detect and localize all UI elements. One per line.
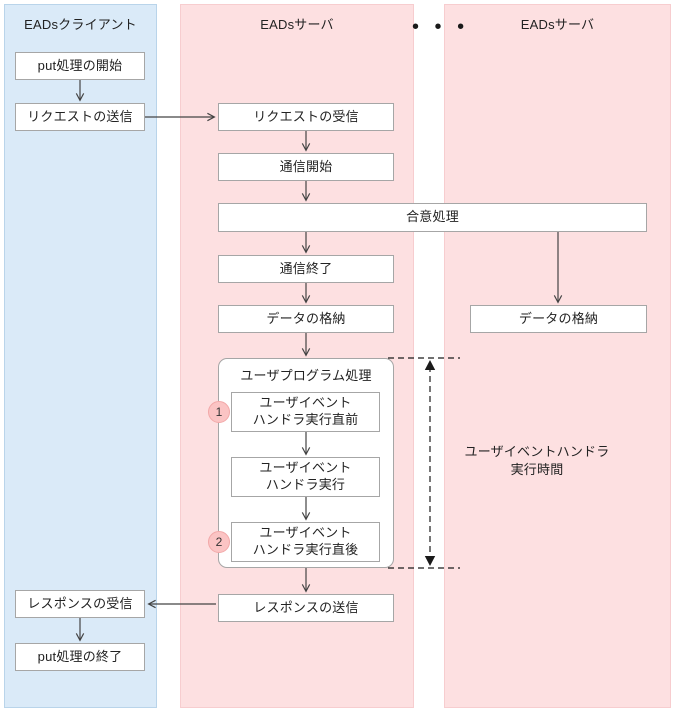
measurement-label: ユーザイベントハンドラ 実行時間 — [437, 443, 637, 478]
badge-step-2: 2 — [208, 531, 230, 553]
node-comm-start: 通信開始 — [218, 153, 394, 181]
badge-step-1: 1 — [208, 401, 230, 423]
lane-title-server-primary: EADsサーバ — [260, 17, 334, 32]
node-line-2: ハンドラ実行 — [265, 477, 346, 492]
node-store-data-secondary: データの格納 — [470, 305, 647, 333]
node-user-event-handler-before: ユーザイベント ハンドラ実行直前 — [231, 392, 380, 432]
node-put-end: put処理の終了 — [15, 643, 145, 671]
node-user-event-handler-after: ユーザイベント ハンドラ実行直後 — [231, 522, 380, 562]
node-send-request: リクエストの送信 — [15, 103, 145, 131]
measurement-line-1: ユーザイベントハンドラ — [464, 444, 610, 459]
node-line-1: ユーザイベント — [259, 460, 352, 476]
measure-arrowheads — [424, 360, 436, 566]
node-receive-response: レスポンスの受信 — [15, 590, 145, 618]
lane-server-secondary — [444, 4, 671, 708]
node-send-response: レスポンスの送信 — [218, 594, 394, 622]
lane-title-client: EADsクライアント — [24, 17, 137, 32]
node-line-1: ユーザイベント — [259, 395, 352, 411]
node-consensus: 合意処理 — [218, 203, 647, 232]
node-line-2: ハンドラ実行直前 — [252, 412, 359, 427]
node-comm-end: 通信終了 — [218, 255, 394, 283]
measure-arrowhead-up — [424, 360, 436, 370]
measurement-line-2: 実行時間 — [510, 461, 564, 477]
node-receive-request: リクエストの受信 — [218, 103, 394, 131]
node-line-1: ユーザイベント — [259, 525, 352, 541]
measure-arrowhead-down — [424, 556, 436, 566]
node-put-start: put処理の開始 — [15, 52, 145, 80]
node-user-event-handler-exec: ユーザイベント ハンドラ実行 — [231, 457, 380, 497]
group-user-program-title: ユーザプログラム処理 — [240, 368, 372, 383]
lane-title-server-secondary: EADsサーバ — [520, 17, 595, 32]
node-line-2: ハンドラ実行直後 — [252, 542, 359, 557]
ellipsis-indicator: • • • — [412, 16, 470, 38]
node-store-data-primary: データの格納 — [218, 305, 394, 333]
